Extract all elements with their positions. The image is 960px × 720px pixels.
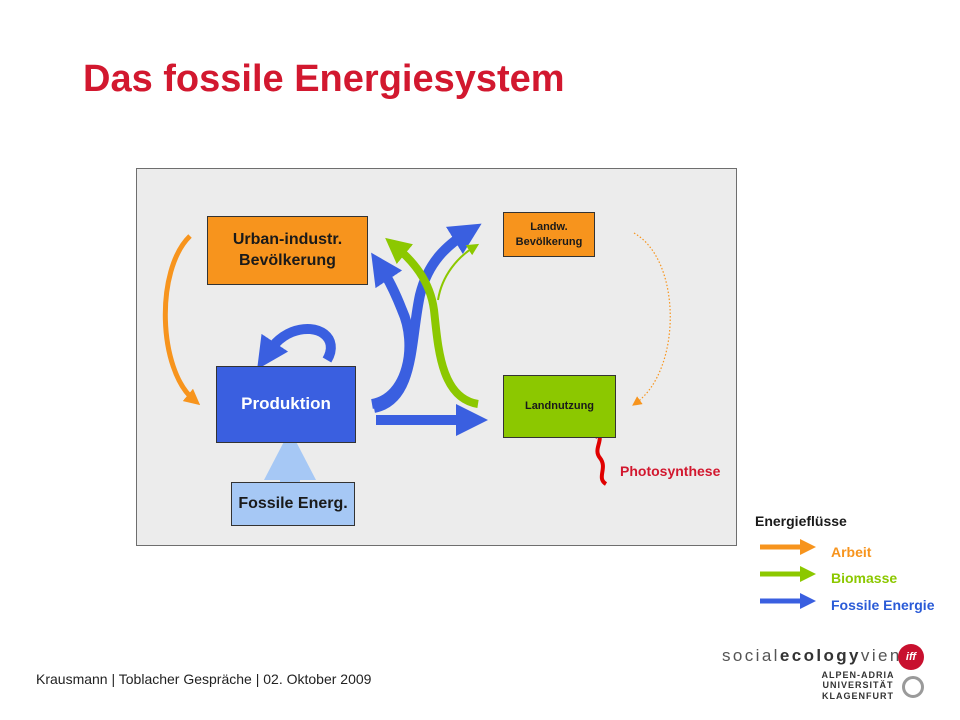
page-title: Das fossile Energiesystem <box>83 58 565 100</box>
legend-label-fossile-energie: Fossile Energie <box>831 597 935 613</box>
fossil-source-arrow <box>264 430 316 482</box>
node-landnutzung-label: Landnutzung <box>524 400 595 413</box>
node-land-use: Landnutzung <box>503 375 616 438</box>
arbeit-arrow-urban-to-produktion <box>162 234 201 406</box>
university-seal-icon <box>902 676 924 698</box>
node-urban-label: Urban-industr. Bevölkerung <box>232 230 343 269</box>
node-urban-industrial-population: Urban-industr. Bevölkerung <box>207 216 368 285</box>
node-fossil-label: Fossile Energ. <box>238 494 348 512</box>
node-fossil-energy: Fossile Energ. <box>231 482 355 526</box>
node-agricultural-population: Landw. Bevölkerung <box>503 212 595 257</box>
logo-word-social: social <box>722 646 780 665</box>
legend-title: Energieflüsse <box>755 513 847 529</box>
photosynthese-label: Photosynthese <box>620 463 721 479</box>
logo-word-ecology: ecology <box>779 646 861 665</box>
photosynthese-arrow <box>591 425 608 486</box>
biomasse-arrow-landnutzung-to-landw <box>437 243 480 301</box>
arbeit-arrow-landw-to-landnutzung <box>632 232 671 406</box>
fossil-arrow-produktion-to-landw <box>372 223 482 413</box>
legend-label-arbeit: Arbeit <box>831 544 872 560</box>
node-landw-label: Landw. Bevölkerung <box>515 221 583 248</box>
fossil-arrow-produktion-loop <box>257 323 336 370</box>
legend-label-biomasse: Biomasse <box>831 570 898 586</box>
node-production: Produktion <box>216 366 356 443</box>
social-ecology-vienna-logo: socialecologyvienna <box>722 646 925 666</box>
iff-logo-icon: iff <box>898 644 924 670</box>
university-klagenfurt-logo: ALPEN-ADRIA UNIVERSITÄT KLAGENFURT <box>821 670 895 701</box>
footer-text: Krausmann | Toblacher Gespräche | 02. Ok… <box>36 671 372 687</box>
node-produktion-label: Produktion <box>241 394 331 414</box>
biomasse-arrow-landnutzung-to-urban <box>385 237 479 408</box>
